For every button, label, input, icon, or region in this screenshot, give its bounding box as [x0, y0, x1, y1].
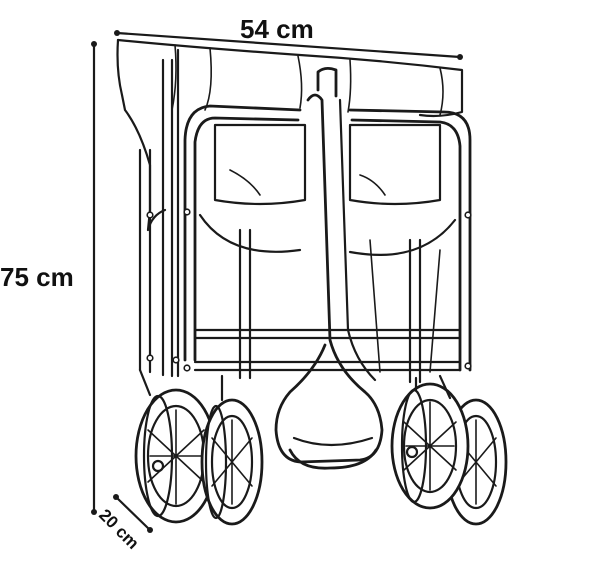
height-dimension-end-dot	[91, 509, 97, 515]
wheel-hub	[405, 445, 419, 459]
handle-bar-edge	[338, 98, 377, 382]
inner-strut-2	[429, 249, 441, 373]
left-wheels	[134, 368, 264, 526]
wheel-rim	[204, 404, 228, 520]
hinge-dot	[464, 211, 472, 219]
depth-dimension: 20 cm	[95, 494, 153, 553]
inner-strut-1	[369, 239, 381, 373]
fabric-bottom-right	[348, 218, 457, 256]
fabric-left-fold	[116, 38, 167, 232]
right-front-wheel	[390, 382, 470, 510]
depth-dimension-end-dot	[147, 527, 153, 533]
wheel-rim	[400, 388, 428, 504]
frame-right-inner	[350, 118, 462, 372]
wheel-tread-ring	[210, 414, 254, 510]
wheel-rim	[142, 394, 174, 518]
right-pocket-crease	[359, 174, 386, 196]
left-rear-wheel	[200, 398, 264, 526]
left-pocket	[213, 123, 307, 206]
width-dimension: 54 cm	[114, 14, 463, 60]
frame-left-inner	[193, 116, 300, 362]
depth-dimension-start-dot	[113, 494, 119, 500]
hinge-dot	[183, 208, 191, 216]
width-dimension-start-dot	[114, 30, 120, 36]
height-label: 75 cm	[0, 262, 74, 292]
fabric-top-edge	[116, 38, 464, 118]
wheel-tread-ring	[402, 398, 458, 494]
frame-left-upright	[183, 104, 302, 362]
left-pocket-crease	[229, 169, 261, 196]
right-pocket	[348, 123, 442, 206]
hinge-dot	[146, 211, 154, 219]
wheel-tread-pattern	[403, 401, 457, 491]
hinge-dot	[183, 364, 191, 372]
depth-dimension-line	[114, 495, 152, 532]
fabric-top	[116, 38, 464, 232]
wheel-hub	[151, 459, 165, 473]
right-axle-strut	[438, 374, 452, 400]
pull-handle	[274, 67, 384, 470]
left-axle-strut	[138, 368, 152, 397]
fabric-bottom-left	[198, 213, 302, 253]
fabric-pockets	[198, 123, 457, 256]
handle-clip	[316, 67, 338, 98]
folded-wagon-illustration	[116, 38, 508, 526]
fabric-crease-5	[439, 67, 444, 116]
width-dimension-end-dot	[457, 54, 463, 60]
handle-grip	[288, 448, 378, 470]
fabric-crease-2	[204, 47, 212, 111]
height-dimension: 75 cm	[0, 41, 97, 515]
hinge-dot	[464, 362, 472, 370]
frame-right-upright	[348, 108, 472, 372]
handle-grip-edge	[292, 436, 374, 447]
fabric-crease-3	[297, 55, 303, 109]
width-label: 54 cm	[240, 14, 314, 44]
width-dimension-line	[115, 31, 462, 59]
fabric-crease-4	[347, 59, 352, 113]
height-dimension-start-dot	[91, 41, 97, 47]
right-wheels	[390, 374, 508, 526]
hinge-dot	[172, 356, 180, 364]
wheel-tread-pattern	[211, 419, 253, 505]
wheel-tread-pattern	[147, 409, 205, 505]
wagon-frame	[138, 48, 472, 384]
hinge-dot	[146, 354, 154, 362]
depth-label: 20 cm	[95, 505, 143, 553]
